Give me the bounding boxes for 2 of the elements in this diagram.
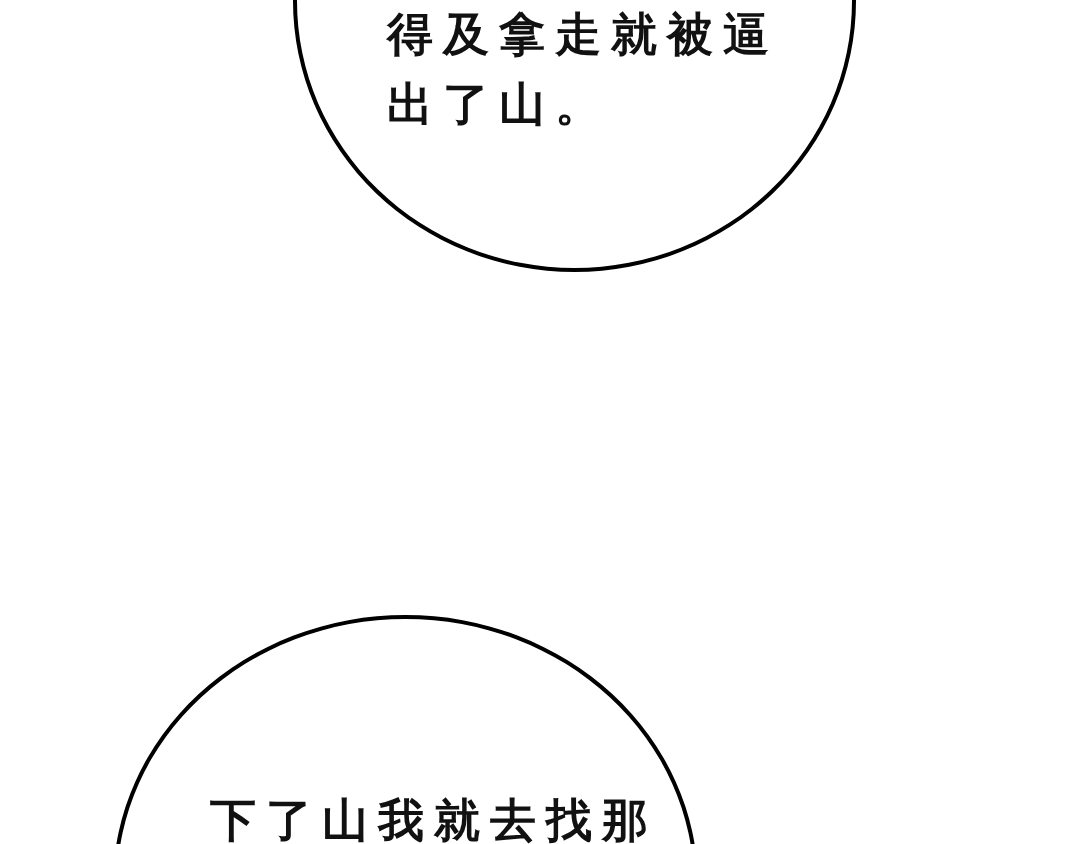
speech-text: 下了山我就去找那 (210, 792, 659, 844)
speech-text: 得及拿走就被逼出了山。 (387, 6, 780, 133)
